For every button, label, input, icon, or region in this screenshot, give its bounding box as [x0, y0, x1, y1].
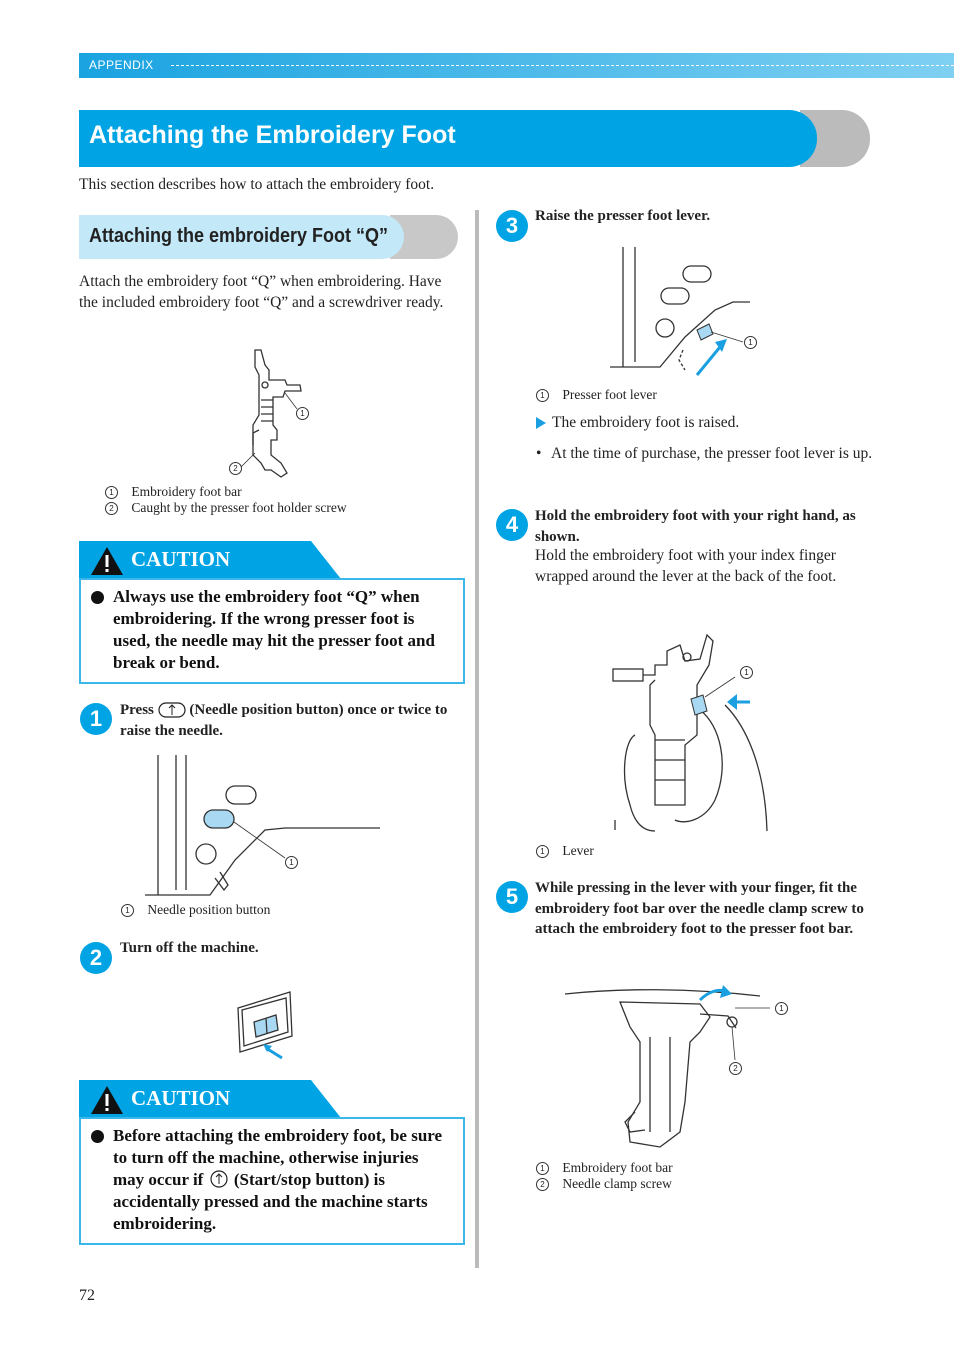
presser-foot-lever-illustration — [610, 247, 750, 376]
step1-press: Press — [120, 702, 154, 718]
step1-instruction: Press (Needle position button) once or t… — [120, 700, 460, 741]
label-number: 1 — [121, 904, 134, 918]
label-number: 2 — [105, 502, 118, 516]
title-bar: Attaching the Embroidery Foot — [79, 110, 817, 167]
label-text: Needle position button — [147, 902, 271, 917]
step3-instruction: Raise the presser foot lever. — [535, 208, 711, 224]
step5-label-1: 1 Embroidery foot bar — [536, 1160, 673, 1176]
subsection-title: Attaching the embroidery Foot “Q” — [89, 225, 389, 247]
caution-text-part1: Before attaching the embroidery foot, be… — [113, 1126, 443, 1189]
caution-text: Before attaching the embroidery foot, be… — [113, 1125, 451, 1235]
step4-text: Hold the embroidery foot with your index… — [535, 547, 837, 585]
step5-callout-1: 1 — [775, 1002, 788, 1015]
embroidery-foot-illustration — [240, 349, 302, 478]
label-text: Embroidery foot bar — [562, 1160, 673, 1175]
step1-text: (Needle position button) once or twice t… — [120, 702, 448, 739]
bullet-icon: • — [536, 445, 542, 462]
caution-label: CAUTION — [131, 1086, 231, 1110]
attach-foot-illustration — [564, 985, 770, 1148]
subsection-bar: Attaching the embroidery Foot “Q” — [79, 215, 404, 259]
header-dashed-line — [171, 65, 954, 66]
label-number: 1 — [536, 845, 549, 859]
result-arrow-icon — [536, 417, 546, 430]
step3-result: The embroidery foot is raised. — [536, 413, 739, 434]
step2-instruction: Turn off the machine. — [120, 940, 259, 956]
section-label: APPENDIX — [89, 58, 154, 72]
label-number: 1 — [536, 389, 549, 403]
label-number: 2 — [536, 1178, 549, 1192]
caution-box-2: Before attaching the embroidery foot, be… — [79, 1117, 465, 1245]
warning-icon — [91, 547, 123, 575]
step-number-1: 1 — [80, 703, 112, 735]
caution-tab-2: CAUTION — [79, 1080, 341, 1118]
page-number: 72 — [79, 1287, 95, 1304]
step4-label: 1 Lever — [536, 843, 594, 859]
step1-callout: 1 — [285, 856, 298, 869]
caution-text: Always use the embroidery foot “Q” when … — [113, 587, 435, 672]
label-number: 1 — [536, 1162, 549, 1176]
caution-tab-1: CAUTION — [79, 541, 341, 579]
step-number-4: 4 — [496, 509, 528, 541]
step5-callout-2: 2 — [729, 1062, 742, 1075]
power-switch-illustration — [237, 991, 293, 1060]
page-title: Attaching the Embroidery Foot — [89, 121, 456, 149]
caution-text-part2: (Start/stop button) is accidentally pres… — [113, 1170, 428, 1234]
step-number-3: 3 — [496, 210, 528, 242]
caution-box-1: Always use the embroidery foot “Q” when … — [79, 578, 465, 684]
bullet-icon — [91, 1130, 104, 1143]
result-text: The embroidery foot is raised. — [552, 414, 740, 431]
step3-label: 1 Presser foot lever — [536, 387, 657, 403]
foot-label-1: 1 Embroidery foot bar — [105, 484, 242, 500]
label-text: Embroidery foot bar — [131, 484, 242, 499]
machine-needle-button-illustration — [145, 755, 380, 896]
step5-label-2: 2 Needle clamp screw — [536, 1176, 672, 1192]
step3-callout: 1 — [744, 336, 757, 349]
bullet-icon — [91, 591, 104, 604]
step-number-2: 2 — [80, 942, 112, 974]
intro-text: This section describes how to attach the… — [79, 176, 435, 193]
caution-label: CAUTION — [131, 547, 231, 571]
subsection-text: Attach the embroidery foot “Q” when embr… — [79, 273, 444, 311]
section-header-bar: APPENDIX — [79, 53, 954, 78]
foot-label-2: 2 Caught by the presser foot holder scre… — [105, 500, 347, 516]
label-text: Presser foot lever — [562, 387, 657, 402]
hand-holding-foot-illustration — [612, 633, 768, 832]
needle-position-button-icon — [158, 701, 186, 718]
warning-icon — [91, 1086, 123, 1114]
step3-note: At the time of purchase, the presser foo… — [551, 445, 873, 462]
foot-callout-2: 2 — [229, 462, 242, 475]
start-stop-button-icon — [209, 1170, 228, 1188]
foot-callout-1: 1 — [296, 407, 309, 420]
label-text: Lever — [562, 843, 594, 858]
step5-instruction: While pressing in the lever with your fi… — [535, 880, 864, 937]
step4-instruction: Hold the embroidery foot with your right… — [535, 508, 856, 545]
step-number-5: 5 — [496, 881, 528, 913]
label-text: Needle clamp screw — [562, 1176, 672, 1191]
label-number: 1 — [105, 486, 118, 500]
step4-callout: 1 — [740, 666, 753, 679]
label-text: Caught by the presser foot holder screw — [131, 500, 347, 515]
step1-label: 1 Needle position button — [121, 902, 270, 918]
column-divider — [475, 210, 479, 1268]
